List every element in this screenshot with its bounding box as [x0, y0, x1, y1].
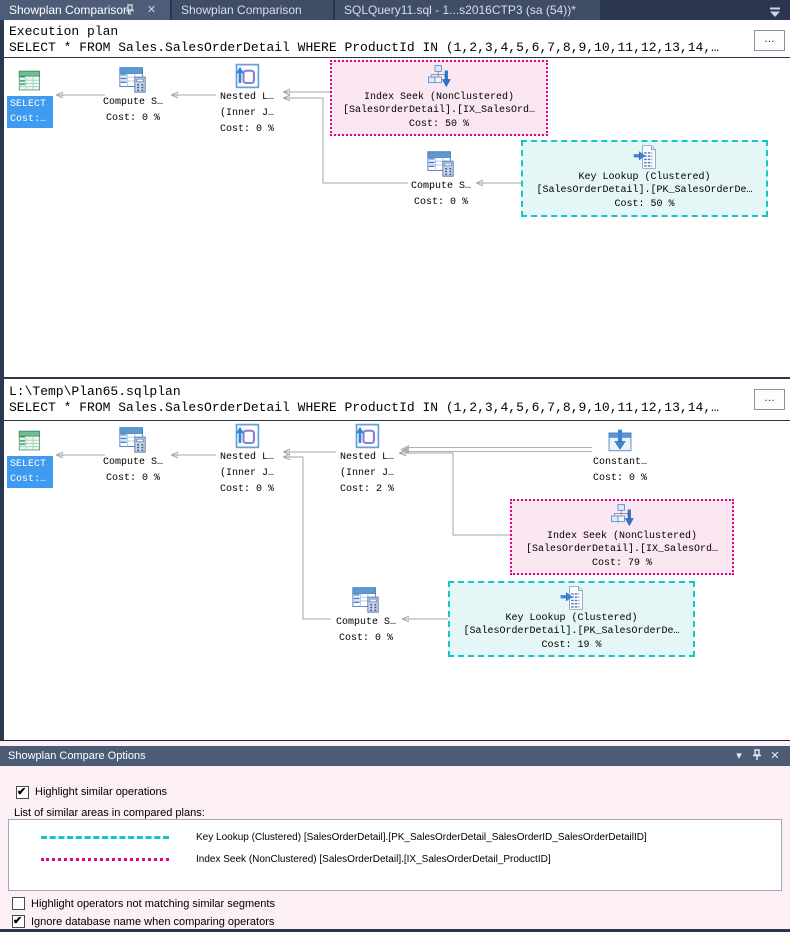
tab-label: Showplan Comparison [181, 3, 302, 17]
result-grid-icon [15, 68, 43, 94]
plan2-node-index-seek-highlighted[interactable]: Index Seek (NonClustered) [SalesOrderDet… [510, 499, 734, 575]
plan1-node-nested-loops[interactable]: Nested L… (Inner J… Cost: 0 % [212, 62, 282, 138]
highlight-operators-not-matching-label: Highlight operators not matching similar… [31, 898, 275, 910]
plan2-title: L:\Temp\Plan65.sqlplan [9, 384, 181, 399]
plan2-node-compute-scalar-1[interactable]: Compute S… Cost: 0 % [98, 425, 168, 487]
plan2-node-select[interactable]: SELECT Cost:… [7, 428, 53, 488]
tab-showplan-comparison-active[interactable]: Showplan Comparison ✕ [0, 0, 170, 20]
highlight-operators-not-matching-checkbox[interactable] [12, 897, 25, 910]
compute-scalar-icon [118, 65, 148, 95]
similar-area-label: Key Lookup (Clustered) [SalesOrderDetail… [196, 831, 647, 843]
nested-loops-icon [233, 422, 261, 450]
plan1-node-select[interactable]: SELECT Cost:… [7, 68, 53, 128]
plan2-node-nested-loops-1[interactable]: Nested L… (Inner J… Cost: 0 % [212, 422, 282, 498]
options-panel-title-bar: Showplan Compare Options ▾ ✕ [0, 746, 790, 766]
similar-area-row-index-seek[interactable]: Index Seek (NonClustered) [SalesOrderDet… [9, 848, 781, 870]
plan1-node-index-seek-highlighted[interactable]: Index Seek (NonClustered) [SalesOrderDet… [330, 60, 548, 136]
left-window-border [0, 20, 4, 740]
close-icon[interactable]: ✕ [146, 4, 157, 16]
index-seek-icon [609, 503, 635, 529]
highlight-similar-operations-label: Highlight similar operations [35, 786, 168, 798]
nested-loops-icon [353, 422, 381, 450]
tab-list-dropdown-icon[interactable] [768, 5, 782, 17]
tab-showplan-comparison[interactable]: Showplan Comparison [171, 0, 333, 20]
plan2-node-compute-scalar-2[interactable]: Compute S… Cost: 0 % [331, 585, 401, 647]
ignore-database-name-checkbox[interactable] [12, 914, 25, 928]
nested-loops-icon [233, 62, 261, 90]
index-seek-legend-line [41, 857, 169, 861]
plan1-query-expand-button[interactable]: … [754, 30, 785, 51]
constant-scan-icon [606, 428, 634, 455]
tab-label: Showplan Comparison [9, 3, 130, 17]
plan2-node-constant-scan[interactable]: Constant… Cost: 0 % [585, 428, 655, 487]
key-lookup-icon [632, 144, 658, 170]
key-lookup-icon [559, 585, 585, 611]
compute-scalar-icon [426, 149, 456, 179]
plan1-node-compute-scalar-2[interactable]: Compute S… Cost: 0 % [406, 149, 476, 211]
pane-separator [0, 377, 790, 379]
options-panel-title: Showplan Compare Options [8, 750, 146, 762]
similar-area-row-key-lookup[interactable]: Key Lookup (Clustered) [SalesOrderDetail… [9, 826, 781, 848]
bottom-window-border [0, 929, 790, 932]
close-icon[interactable]: ✕ [770, 750, 780, 762]
key-lookup-legend-line [41, 835, 169, 839]
ignore-database-name-label: Ignore database name when comparing oper… [31, 916, 275, 928]
tab-sqlquery11[interactable]: SQLQuery11.sql - 1...s2016CTP3 (sa (54))… [334, 0, 600, 20]
document-tab-bar: Showplan Comparison ✕ Showplan Compariso… [0, 0, 790, 20]
result-grid-icon [15, 428, 43, 454]
plan1-header: Execution plan SELECT * FROM Sales.Sales… [4, 20, 790, 58]
plan2-query-text: SELECT * FROM Sales.SalesOrderDetail WHE… [9, 400, 719, 415]
pin-icon[interactable] [750, 749, 764, 763]
plan2-node-nested-loops-2[interactable]: Nested L… (Inner J… Cost: 2 % [332, 422, 402, 498]
highlight-similar-operations-checkbox[interactable] [16, 785, 29, 799]
select-node-label: SELECT Cost:… [7, 96, 53, 128]
tab-label: SQLQuery11.sql - 1...s2016CTP3 (sa (54))… [344, 3, 576, 17]
plan1-title: Execution plan [9, 24, 119, 39]
plan1-canvas: SELECT Cost:… Compute S… Cost: 0 % Neste… [0, 58, 790, 377]
similar-area-label: Index Seek (NonClustered) [SalesOrderDet… [196, 853, 551, 865]
plan2-canvas: SELECT Cost:… Compute S… Cost: 0 % Neste… [0, 421, 790, 740]
plan1-node-key-lookup-highlighted[interactable]: Key Lookup (Clustered) [SalesOrderDetail… [521, 140, 768, 217]
select-node-label: SELECT Cost:… [7, 456, 53, 488]
similar-areas-list-label: List of similar areas in compared plans: [14, 807, 205, 819]
plan2-query-expand-button[interactable]: … [754, 389, 785, 410]
showplan-compare-options-panel: Showplan Compare Options ▾ ✕ Highlight s… [0, 740, 790, 932]
similar-areas-list: Key Lookup (Clustered) [SalesOrderDetail… [8, 819, 782, 891]
compute-scalar-icon [351, 585, 381, 615]
compute-scalar-icon [118, 425, 148, 455]
plan2-node-key-lookup-highlighted[interactable]: Key Lookup (Clustered) [SalesOrderDetail… [448, 581, 695, 657]
plan1-node-compute-scalar-1[interactable]: Compute S… Cost: 0 % [98, 65, 168, 127]
pin-icon[interactable] [123, 4, 136, 17]
window-position-menu-icon[interactable]: ▾ [736, 750, 742, 762]
plan1-query-text: SELECT * FROM Sales.SalesOrderDetail WHE… [9, 40, 719, 55]
plan2-header: L:\Temp\Plan65.sqlplan SELECT * FROM Sal… [4, 379, 790, 421]
index-seek-icon [426, 64, 452, 90]
